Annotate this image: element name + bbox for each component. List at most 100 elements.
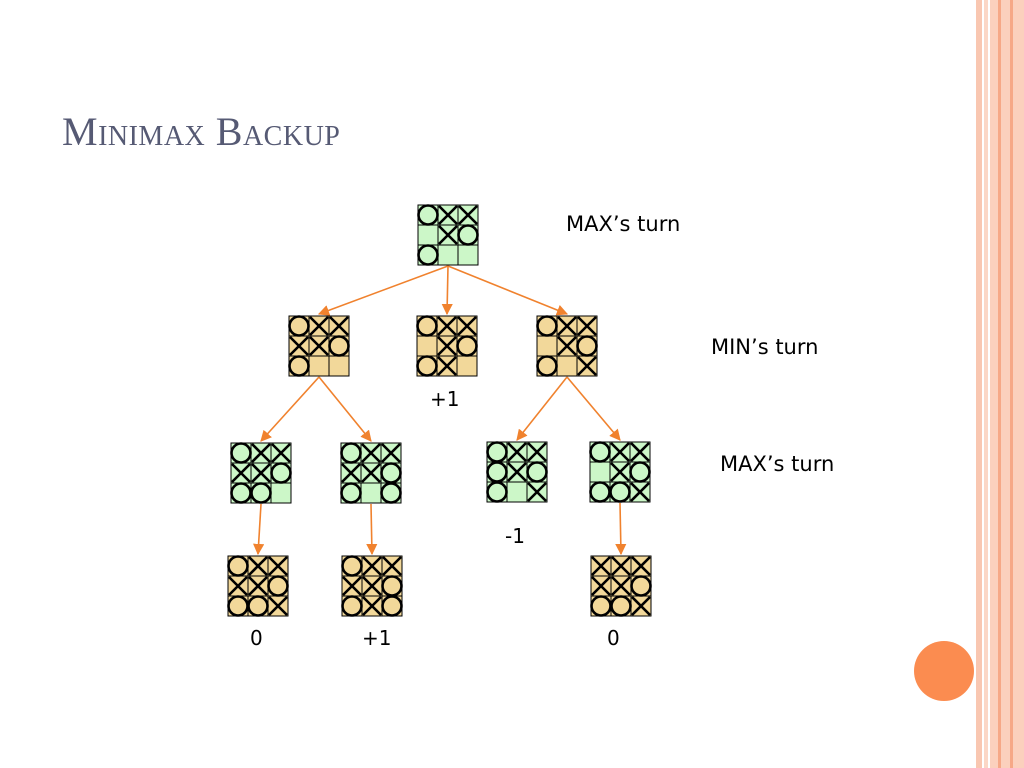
score-l1: 0 [250, 626, 263, 650]
edge-root-m1 [317, 265, 449, 316]
turn-label-min: MIN’s turn [711, 335, 819, 359]
x-mark [591, 556, 611, 576]
board-l1 [227, 555, 289, 617]
x-mark [631, 556, 651, 576]
o-mark [230, 482, 252, 504]
x-mark [631, 596, 651, 616]
board-root [417, 204, 479, 266]
board-m2 [416, 315, 478, 377]
o-mark [227, 595, 249, 617]
o-mark [589, 441, 611, 463]
o-mark [340, 482, 362, 504]
o-mark [340, 442, 362, 464]
x-mark [507, 462, 527, 482]
x-mark [438, 225, 458, 245]
board-a2 [340, 442, 402, 504]
board-l3 [590, 555, 652, 617]
x-mark [271, 443, 291, 463]
turn-label-max-mid: MAX’s turn [720, 452, 835, 476]
o-mark [536, 315, 558, 337]
board-l2 [341, 555, 403, 617]
edge-root-m2 [441, 265, 453, 316]
o-mark [416, 315, 438, 337]
x-mark [438, 205, 458, 225]
board-cell [416, 335, 438, 357]
o-mark [576, 335, 598, 357]
o-mark [630, 575, 652, 597]
board-cell [360, 482, 382, 504]
score-m2: +1 [430, 387, 460, 411]
board-cell [417, 224, 439, 246]
x-mark [341, 463, 361, 483]
x-mark [381, 443, 401, 463]
x-mark [630, 442, 650, 462]
stripe-4 [998, 0, 1001, 768]
x-mark [591, 576, 611, 596]
x-mark [610, 462, 630, 482]
o-mark [288, 355, 310, 377]
edge-m3-a4 [566, 376, 621, 441]
x-mark [437, 356, 457, 376]
x-mark [248, 556, 268, 576]
o-mark [589, 481, 611, 503]
x-mark [507, 442, 527, 462]
x-mark [268, 596, 288, 616]
board-cell [506, 481, 528, 503]
x-mark [362, 596, 382, 616]
x-mark [557, 336, 577, 356]
x-mark [342, 576, 362, 596]
edges-layer [253, 265, 627, 556]
o-mark [417, 244, 439, 266]
o-mark [609, 481, 631, 503]
o-mark [341, 595, 363, 617]
x-mark [527, 442, 547, 462]
o-mark [380, 462, 402, 484]
board-a3 [486, 441, 548, 503]
o-mark [381, 575, 403, 597]
x-mark [437, 316, 457, 336]
o-mark [267, 575, 289, 597]
x-mark [309, 316, 329, 336]
o-mark [457, 224, 479, 246]
x-mark [458, 205, 478, 225]
o-mark [610, 595, 632, 617]
x-mark [611, 556, 631, 576]
x-mark [361, 463, 381, 483]
o-mark [629, 461, 651, 483]
board-cell [437, 244, 459, 266]
slide-title: Minimax Backup [62, 109, 341, 154]
board-cell [556, 355, 578, 377]
o-mark [230, 442, 252, 464]
board-cell [328, 355, 350, 377]
board-cell [270, 482, 292, 504]
score-a3: -1 [505, 524, 525, 548]
o-mark [417, 204, 439, 226]
x-mark [362, 556, 382, 576]
edge-m1-a2 [318, 376, 372, 442]
edge-m1-a1 [260, 376, 320, 442]
x-mark [527, 482, 547, 502]
edge-a1-l1 [253, 503, 265, 556]
x-mark [248, 576, 268, 596]
stripe-5 [1010, 0, 1013, 768]
o-mark [416, 355, 438, 377]
o-mark [381, 595, 403, 617]
x-mark [268, 556, 288, 576]
x-mark [577, 356, 597, 376]
o-mark [250, 482, 272, 504]
o-mark [456, 335, 478, 357]
o-mark [486, 481, 508, 503]
x-mark [289, 336, 309, 356]
o-mark [270, 462, 292, 484]
o-mark [247, 595, 269, 617]
board-m3 [536, 315, 598, 377]
x-mark [228, 576, 248, 596]
o-mark [526, 461, 548, 483]
score-l3: 0 [607, 626, 620, 650]
x-mark [382, 556, 402, 576]
board-a1 [230, 442, 292, 504]
o-mark [536, 355, 558, 377]
x-mark [251, 443, 271, 463]
o-mark [288, 315, 310, 337]
